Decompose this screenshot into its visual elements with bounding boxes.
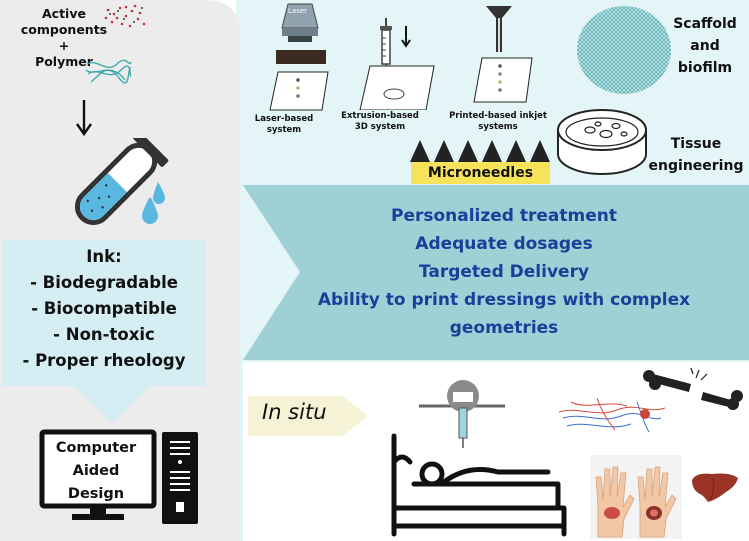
down-arrow-icon [76,100,92,137]
polymer-fibers-icon [85,59,132,84]
liver-icon [692,473,738,502]
extrusion-system-icon [359,18,435,110]
wound-hands-icon [590,455,682,539]
inkjet-system-label: Printed-based inkjet systems [449,111,547,132]
extrusion-system-label: Extrusion-based 3D system [341,111,419,132]
microneedles-label: Microneedles [411,162,550,184]
ink-title: Ink: [86,247,122,266]
particles-icon [104,4,146,28]
microneedles-icon [410,140,550,162]
computer-icon [39,429,198,524]
inkjet-system-icon [473,6,533,103]
scaffold-label: Scaffold and biofilm [673,16,737,76]
tissue-engineering-label: Tissue engineering [648,136,744,174]
benefit-item: Targeted Delivery [418,262,590,282]
ink-box [3,240,205,423]
laser-system-label: Laser-based system [254,114,314,135]
vascular-network-icon [558,397,666,433]
broken-bone-icon [643,367,743,410]
laser-system-icon [269,3,329,111]
ink-property: - Biocompatible [31,299,177,318]
benefit-item: Ability to print dressings with complex … [317,290,691,338]
polymer-label: Polymer [35,54,93,69]
test-tube-icon [74,138,169,226]
active-components-label: Active components [20,6,108,37]
in-situ-arrow [248,396,368,436]
patient-bed-icon [391,433,567,537]
benefit-item: Personalized treatment [390,206,618,226]
benefit-band [243,185,749,360]
petri-dish-icon [557,109,647,175]
ink-property: - Biodegradable [30,273,178,292]
laser-tag: Laser [288,7,308,15]
in-situ-label: In situ [262,400,327,424]
cad-label: Computer Aided Design [55,440,137,502]
ink-property: - Non-toxic [53,325,155,344]
plus-sign: + [58,38,70,53]
ink-property: - Proper rheology [22,351,186,370]
scaffold-icon [577,6,671,94]
benefit-item: Adequate dosages [415,234,593,254]
handheld-printer-icon [419,380,505,448]
